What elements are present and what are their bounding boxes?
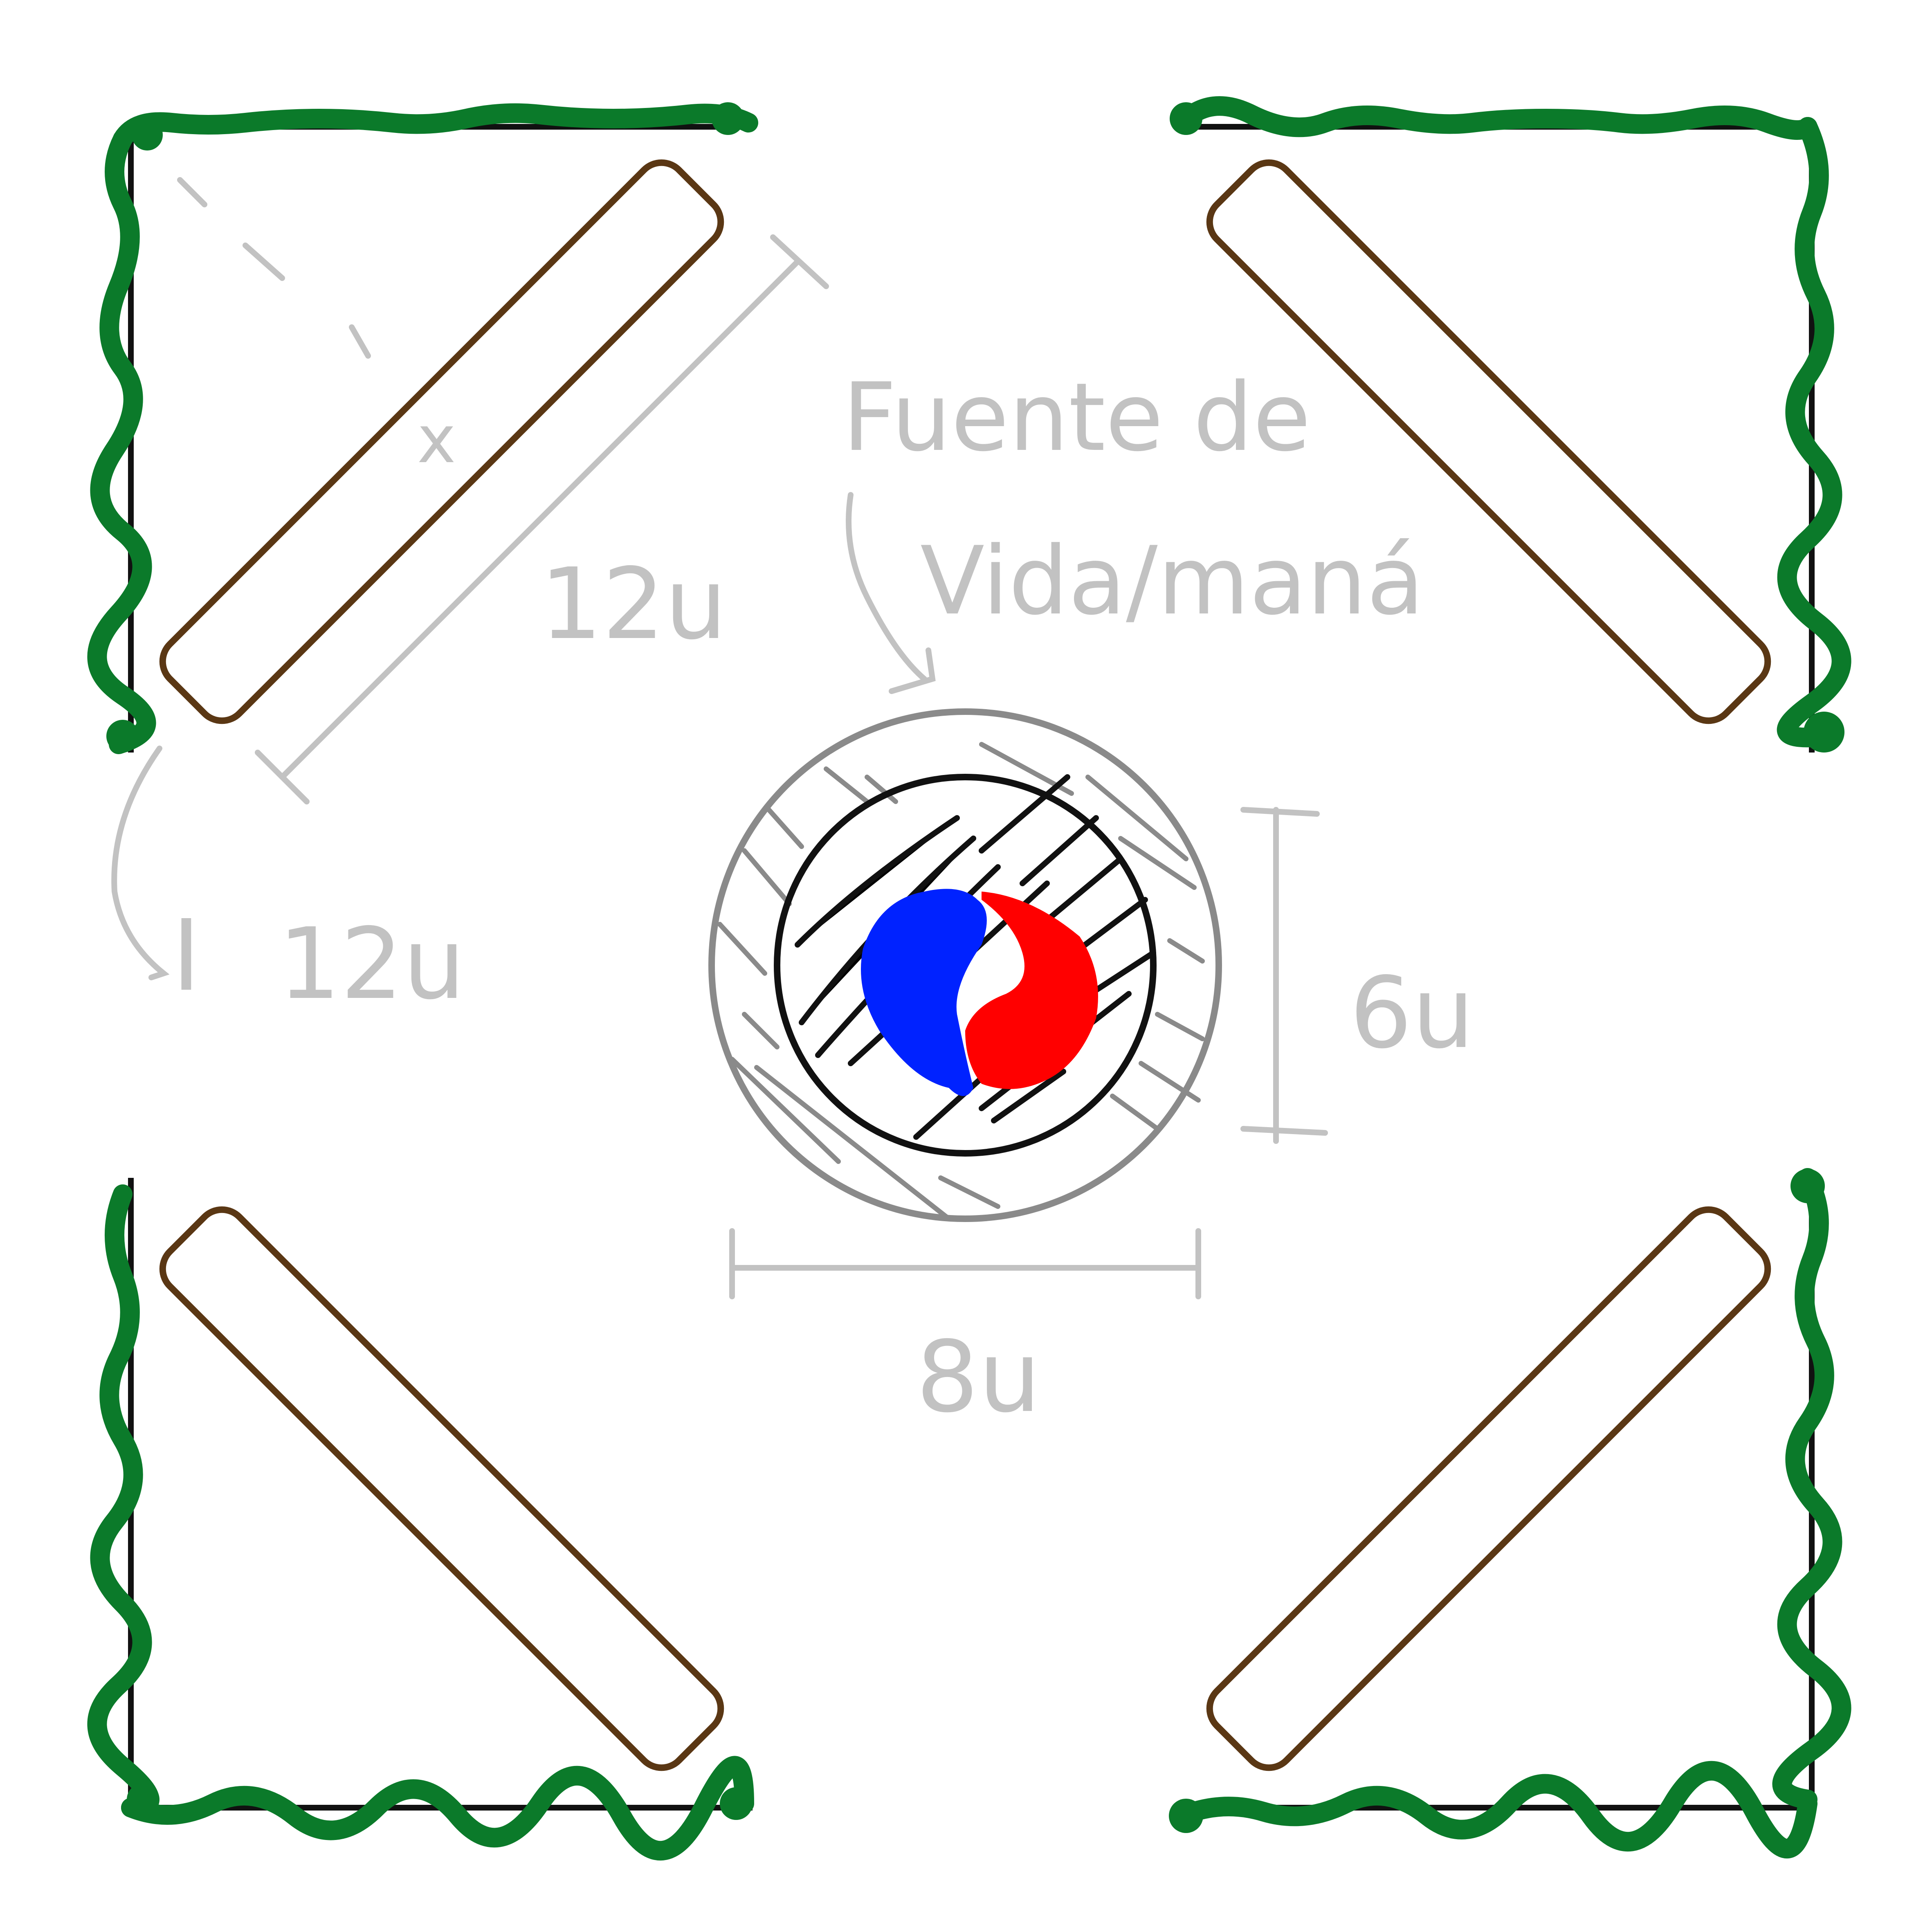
- fountain-blue-water: [861, 889, 987, 1096]
- fountain-title-arrow: [846, 492, 927, 682]
- fountain-title-line1: Fuente de: [842, 363, 1311, 472]
- bench-length-label: 12u: [540, 547, 727, 661]
- bench-x-mark: x: [417, 401, 456, 478]
- fountain-inner-ring: [774, 774, 1157, 1157]
- bench-short-mark: I: [172, 899, 201, 1013]
- bottom-right-bench: [1206, 1206, 1771, 1771]
- fountain-outer-dimension: 8u: [729, 1228, 1201, 1434]
- fountain-outer-ring: [708, 708, 1222, 1222]
- top-left-hedge: [87, 102, 758, 754]
- fountain: [708, 708, 1222, 1222]
- bench-tick-marks: x: [177, 177, 456, 478]
- bottom-left-bench: [159, 1206, 724, 1771]
- fountain-inner-dimension: 6u: [1240, 807, 1474, 1144]
- fountain-title: Fuente de Vida/maná: [842, 363, 1424, 694]
- bench-length-alt-label: 12u: [278, 907, 465, 1021]
- top-left-bench: [159, 159, 724, 724]
- bottom-left-hedge: [87, 1178, 754, 1861]
- top-right-hedge: [1170, 96, 1851, 753]
- bench-length-alt-annotation: I 12u: [111, 746, 465, 1021]
- fountain-outer-diameter-label: 8u: [916, 1320, 1041, 1434]
- bench-length-dimension: 12u: [255, 234, 829, 804]
- bottom-right-hedge: [1169, 1168, 1851, 1858]
- fountain-inner-diameter-label: 6u: [1350, 956, 1474, 1070]
- top-right-bench: [1206, 159, 1771, 724]
- fountain-red-water: [965, 892, 1098, 1089]
- fountain-title-line2: Vida/maná: [920, 527, 1424, 636]
- fountain-outer-hatching: [717, 742, 1205, 1221]
